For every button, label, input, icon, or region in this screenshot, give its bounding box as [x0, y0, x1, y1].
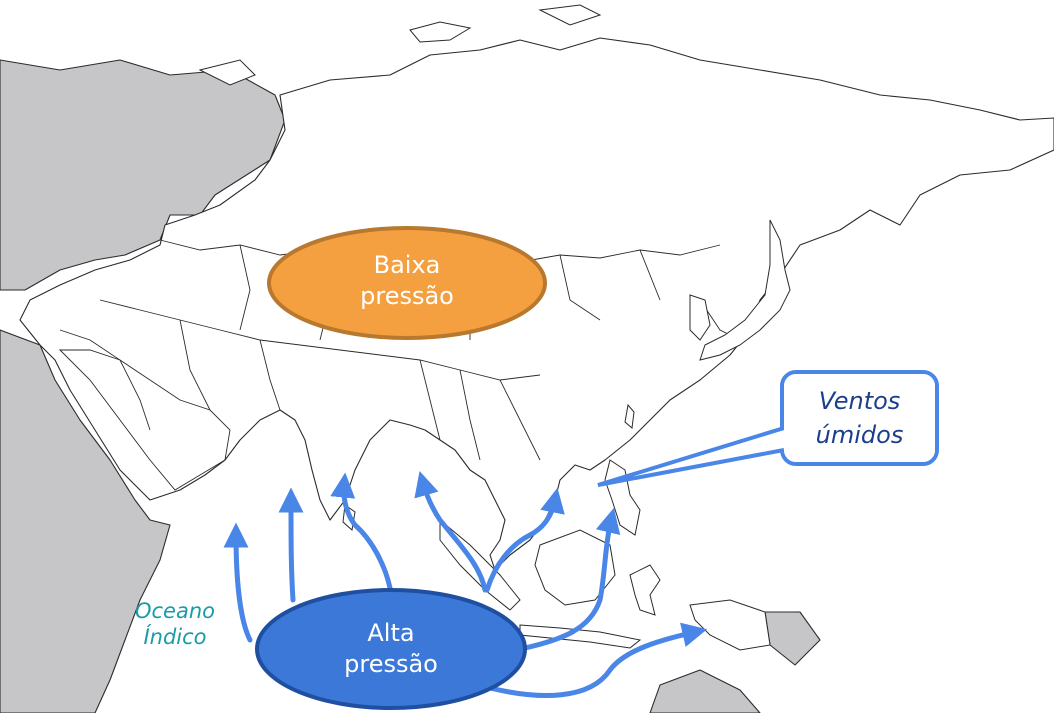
- wind-arrow: [522, 507, 621, 651]
- low-pressure-label: Baixa pressão: [360, 251, 454, 310]
- wind-arrow: [278, 487, 304, 603]
- new-guinea-west: [689, 599, 771, 651]
- japan: [699, 219, 791, 361]
- borneo: [534, 529, 616, 606]
- wind-arrows: [223, 470, 708, 698]
- arabia-outline: [58, 349, 231, 491]
- high-pressure-label: Alta pressão: [344, 619, 438, 678]
- africa-landmass: [0, 329, 171, 713]
- europe-landmass: [0, 59, 286, 291]
- sulawesi: [629, 564, 661, 616]
- callout-box: [597, 370, 939, 487]
- wind-arrow: [484, 487, 565, 593]
- new-guinea-east: [764, 611, 821, 666]
- wind-arrow: [414, 470, 488, 593]
- ocean-label: Oceano Índico: [134, 599, 216, 649]
- callout-text: Ventos úmidos: [815, 387, 904, 449]
- taiwan: [624, 403, 635, 429]
- wind-arrow: [487, 622, 708, 698]
- arctic-islands: [198, 4, 602, 86]
- low-pressure-ellipse: [267, 226, 547, 340]
- high-pressure-ellipse: [255, 588, 527, 710]
- korea: [689, 294, 711, 341]
- wind-arrow: [330, 472, 393, 591]
- australia-north: [649, 669, 761, 713]
- wind-arrow: [223, 522, 253, 643]
